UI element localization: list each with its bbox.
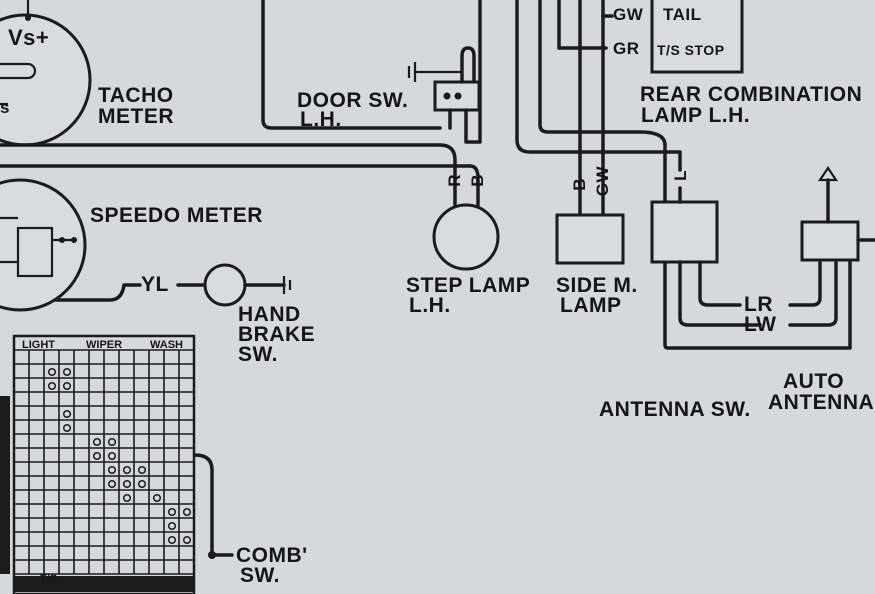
tacho-terminal [0,62,37,80]
comb-contact-dot [62,367,72,377]
hand-brake-wire-label: YL [141,273,169,296]
comb-contact-dot [107,479,117,489]
antenna-switch-box [650,200,719,264]
door-switch-ground-loop [460,46,476,84]
wire-door-left [261,0,442,130]
comb-contact-dot [107,451,117,461]
door-switch-label-1: DOOR SW. [297,89,409,112]
step-lamp-bulb [432,203,500,271]
side-marker-lamp-box [555,213,625,265]
step-wire-r-label: R [445,174,464,187]
comb-contact-dot [167,521,177,531]
comb-node [208,551,216,559]
wire-step-b [468,164,480,207]
comb-contact-dot [92,437,102,447]
comb-header-wash: WASH [150,339,183,351]
comb-contact-dot [107,437,117,447]
comb-left-block [0,396,10,574]
wire-comb-right [193,453,234,557]
comb-switch-label-2: SW. [240,564,281,587]
comb-contact-dot [122,465,132,475]
tacho-pin-s-label: s [0,98,10,117]
side-marker-label-2: LAMP [560,294,622,317]
tacho-node [25,15,31,21]
comb-switch-label-1: COMB' [236,544,308,567]
tacho-meter-label-2: METER [98,105,174,128]
comb-contact-dot [182,535,192,545]
speedo-pin1 [59,237,65,243]
wire-yl-left [53,283,142,302]
comb-contact-dot [137,465,147,475]
tacho-meter-label-1: TACHO [98,84,174,107]
comb-contact-dot [137,479,147,489]
comb-contact-dot [167,507,177,517]
antenna-switch-label: ANTENNA SW. [599,398,751,421]
rear-row2-wire: GR [613,39,640,58]
step-lamp-label-2: L.H. [409,294,451,317]
speedo-meter-gauge [0,178,87,312]
auto-antenna-label-2: ANTENNA [768,391,875,414]
speedo-meter-label: SPEEDO METER [90,204,263,227]
antenna-wire-lr-label: LR [744,293,773,316]
wire-lw-right [788,260,838,327]
comb-contact-dot [122,479,132,489]
wire-lw-left [678,260,762,327]
hand-brake-label-1: HAND [238,303,301,326]
comb-contact-dot [62,409,72,419]
comb-header-light: LIGHT [22,339,55,351]
hand-brake-switch [203,263,247,307]
auto-antenna-arrow [817,166,839,182]
hand-brake-label-2: BRAKE [238,323,316,346]
auto-antenna-box [800,220,860,262]
wire-bundle-antenna [515,0,682,172]
wire-door-right [466,0,482,144]
comb-contact-dot [62,423,72,433]
door-switch-pin1 [443,92,451,100]
side-wire-b-label: B [570,178,589,191]
comb-contact-dot [152,493,162,503]
rear-row1-wire: GW [613,5,644,24]
rear-combination-box [650,0,744,74]
step-lamp-label-1: STEP LAMP [406,274,531,297]
antenna-wire-l-label: L [671,170,690,181]
wire-step-r [438,143,457,207]
rear-row1-func: TAIL [663,5,702,24]
side-marker-label-1: SIDE M. [556,274,638,297]
comb-contact-dot [107,465,117,475]
comb-contact-dot [182,507,192,517]
speedo-inner-block [16,226,54,278]
step-wire-b-label: B [468,174,487,187]
side-wire-gw-label: GW [593,166,612,197]
wire-lr-left [698,260,742,307]
comb-contact-dot [92,451,102,461]
hand-brake-label-3: SW. [238,343,279,366]
rear-combination-label-1: REAR COMBINATION [640,83,863,106]
auto-antenna-label-1: AUTO [783,370,845,393]
tacho-terminal-label: Vs+ [8,25,50,50]
comb-switch-table [0,334,196,594]
rear-row2-func: T/S STOP [657,42,725,58]
wire-lr-right [788,260,822,307]
speedo-pin2 [71,237,77,243]
comb-grid-frame [12,334,196,594]
comb-contact-dot [167,535,177,545]
antenna-wire-lw-label: LW [744,313,777,336]
comb-contact-dot [122,493,132,503]
door-switch-pin2 [454,92,462,100]
comb-contact-dot [62,381,72,391]
comb-header-wiper: WIPER [86,339,123,351]
rear-combination-label-2: LAMP L.H. [641,104,751,127]
comb-contact-dot [47,367,57,377]
wire-bundle-loop [538,0,852,350]
comb-footer: T/S [40,573,58,585]
door-switch-label-2: L.H. [300,108,342,131]
comb-contact-dot [47,381,57,391]
comb-footer-band [14,576,194,592]
